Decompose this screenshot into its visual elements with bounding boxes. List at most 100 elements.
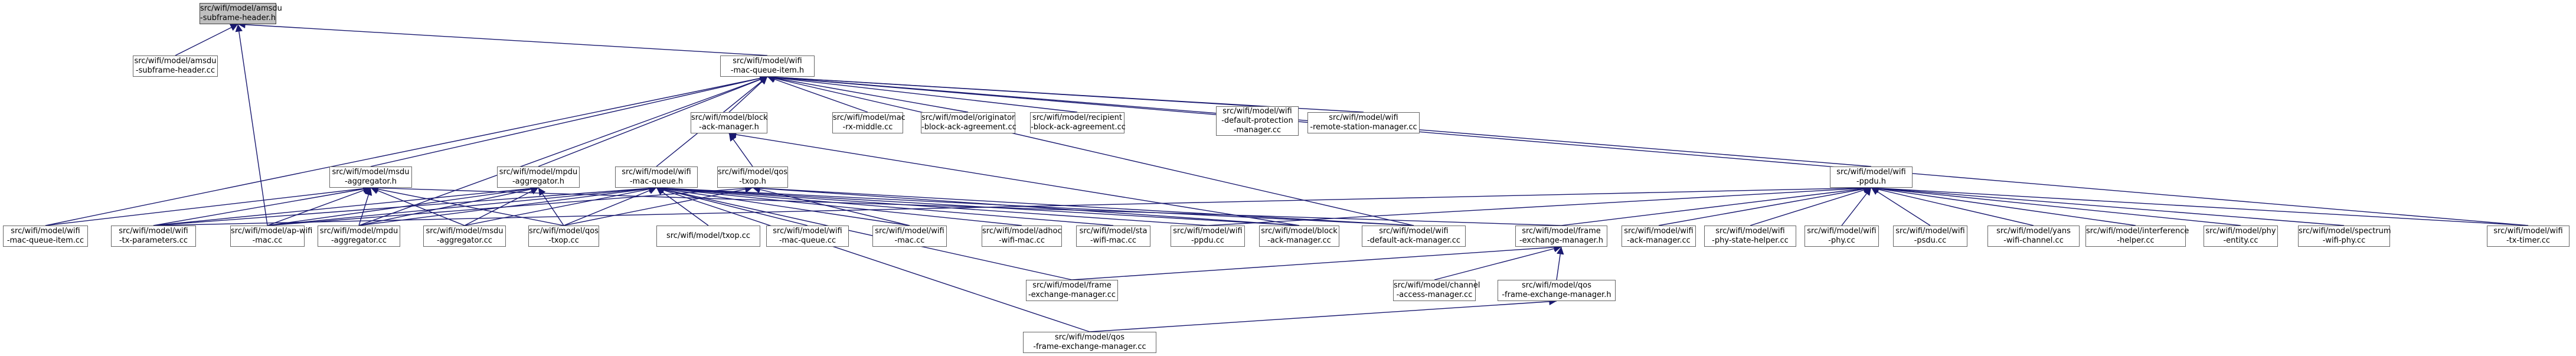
edge-n38-to-n11 [656,185,1073,280]
node-amsdu-subframe-header-cc[interactable]: src/wifi/model/amsdu-subframe-header.cc [133,55,218,77]
node-wifi-default-ack-manager-cc[interactable]: src/wifi/model/wifi-default-ack-manager.… [1362,226,1466,247]
edge-n38-to-n28 [1071,243,1562,280]
edge-n22-to-n11 [656,185,910,226]
node-frame-exchange-manager-h[interactable]: src/wifi/model/frame-exchange-manager.h [1515,226,1607,247]
node-adhoc-wifi-mac-cc[interactable]: src/wifi/model/adhoc-wifi-mac.cc [982,226,1062,247]
edge-n17-to-n9 [358,187,372,226]
edge-n27-to-n2 [767,74,1414,226]
node-wifi-mac-queue-item-h[interactable]: src/wifi/model/wifi-mac-queue-item.h [720,55,815,77]
edge-n41-to-n11 [656,186,1090,332]
edge-n14-to-n2 [45,74,768,226]
edge-n18-to-n10 [464,187,539,226]
node-wifi-mac-cc[interactable]: src/wifi/model/wifi-mac.cc [872,226,947,247]
node-wifi-ppdu-h[interactable]: src/wifi/model/wifi-ppdu.h [1830,166,1913,188]
edge-n34-to-n13 [1871,185,2136,226]
edge-n14-to-n9 [45,185,371,226]
edge-n9-to-n2 [370,74,768,167]
edge-n15-to-n13 [153,184,1872,226]
edge-n27-to-n12 [752,184,1414,226]
edge-n20-to-n11 [656,187,709,226]
node-wifi-mac-queue-cc[interactable]: src/wifi/model/wifi-mac-queue.cc [766,226,849,247]
edge-n6-to-n2 [767,74,1078,113]
edge-n15-to-n11 [153,184,657,226]
edge-n23-to-n11 [656,185,1022,226]
edge-n33-to-n13 [1871,185,2034,226]
edge-n2-to-n0 [237,21,768,56]
edge-n26-to-n3 [728,130,1300,226]
edge-n30-to-n13 [1750,186,1872,226]
edge-n17-to-n10 [358,185,539,226]
edge-n1-to-n0 [175,24,238,56]
edge-n12-to-n3 [728,133,753,167]
node-wifi-remote-station-manager-cc[interactable]: src/wifi/model/wifi-remote-station-manag… [1307,112,1420,133]
edge-n31-to-n13 [1841,187,1872,226]
node-wifi-phy-cc[interactable]: src/wifi/model/wifi-phy.cc [1804,226,1879,247]
edge-n16-to-n9 [267,187,371,226]
edge-n22-to-n12 [752,185,910,226]
edge-n39-to-n28 [1434,245,1562,280]
edge-n19-to-n10 [538,187,564,226]
node-frame-exchange-manager-cc[interactable]: src/wifi/model/frame-exchange-manager.cc [1026,280,1118,301]
node-wifi-mac-queue-h[interactable]: src/wifi/model/wifi-mac-queue.h [615,166,698,188]
node-ap-wifi-mac-cc[interactable]: src/wifi/model/ap-wifi-mac.cc [230,226,312,247]
edge-n4-to-n2 [767,76,868,113]
edge-n26-to-n11 [656,184,1300,226]
node-qos-txop-h[interactable]: src/wifi/model/qos-txop.h [717,166,788,188]
edge-n19-to-n11 [563,187,657,226]
edge-n3-to-n2 [728,76,768,113]
edge-n21-to-n11 [656,185,808,226]
node-mpdu-aggregator-h[interactable]: src/wifi/model/mpdu-aggregator.h [497,166,580,188]
edge-n15-to-n9 [153,185,371,226]
node-mac-rx-middle-cc[interactable]: src/wifi/model/mac-rx-middle.cc [832,112,905,133]
node-interference-helper-cc[interactable]: src/wifi/model/interference-helper.cc [2085,226,2189,247]
edge-n25-to-n13 [1207,184,1872,226]
node-phy-entity-cc[interactable]: src/wifi/model/phy-entity.cc [2204,226,2278,247]
node-qos-txop-cc[interactable]: src/wifi/model/qos-txop.cc [528,226,599,247]
edge-n16-to-n12 [267,184,753,226]
node-msdu-aggregator-cc[interactable]: src/wifi/model/msdu-aggregator.cc [423,226,506,247]
node-txop-cc[interactable]: src/wifi/model/txop.cc [656,226,760,247]
edge-n5-to-n2 [767,74,969,113]
node-wifi-ppdu-cc[interactable]: src/wifi/model/wifi-ppdu.cc [1171,226,1245,247]
edge-n35-to-n13 [1871,185,2241,226]
edge-n36-to-n13 [1871,184,2345,226]
node-wifi-psdu-cc[interactable]: src/wifi/model/wifi-psdu.cc [1893,226,1967,247]
node-wifi-ack-manager-cc[interactable]: src/wifi/model/wifi-ack-manager.cc [1622,226,1696,247]
edge-n37-to-n13 [1871,184,2529,226]
edge-n16-to-n11 [267,184,657,226]
edge-n25-to-n11 [656,184,1208,226]
edge-n10-to-n2 [538,76,768,167]
edge-n27-to-n11 [656,184,1414,226]
edge-n18-to-n11 [464,185,657,226]
edge-n19-to-n9 [370,185,564,226]
node-qos-frame-exchange-manager-cc[interactable]: src/wifi/model/qos-frame-exchange-manage… [1023,332,1156,353]
edge-n37-to-n2 [767,73,2529,226]
edge-n29-to-n13 [1658,185,1872,226]
node-wifi-mac-queue-item-cc[interactable]: src/wifi/model/wifi-mac-queue-item.cc [3,226,88,247]
edge-n32-to-n13 [1871,187,1931,226]
edge-n16-to-n0 [235,24,268,226]
node-mpdu-aggregator-cc[interactable]: src/wifi/model/mpdu-aggregator.cc [318,226,400,247]
node-spectrum-wifi-phy-cc[interactable]: src/wifi/model/spectrum-wifi-phy.cc [2298,226,2391,247]
node-yans-wifi-channel-cc[interactable]: src/wifi/model/yans-wifi-channel.cc [1987,226,2080,247]
node-amsdu-subframe-header-h: src/wifi/model/amsdu-subframe-header.h [200,3,282,24]
node-wifi-default-protection-manager-cc[interactable]: src/wifi/model/wifi-default-protection-m… [1216,106,1299,136]
node-sta-wifi-mac-cc[interactable]: src/wifi/model/sta-wifi-mac.cc [1076,226,1150,247]
node-originator-block-ack-agreement-cc[interactable]: src/wifi/model/originator-block-ack-agre… [921,112,1016,133]
edge-n41-to-n40 [1089,298,1557,332]
node-block-ack-manager-cc[interactable]: src/wifi/model/block-ack-manager.cc [1259,226,1339,247]
node-recipient-block-ack-agreement-cc[interactable]: src/wifi/model/recipient-block-ack-agree… [1030,112,1126,133]
edge-n40-to-n28 [1556,246,1564,280]
edge-n15-to-n10 [153,184,539,226]
node-qos-frame-exchange-manager-h[interactable]: src/wifi/model/qos-frame-exchange-manage… [1498,280,1616,301]
node-msdu-aggregator-h[interactable]: src/wifi/model/msdu-aggregator.h [329,166,412,188]
node-wifi-tx-parameters-cc[interactable]: src/wifi/model/wifi-tx-parameters.cc [111,226,196,247]
node-wifi-phy-state-helper-cc[interactable]: src/wifi/model/wifi-phy-state-helper.cc [1704,226,1796,247]
edge-n19-to-n12 [563,185,753,226]
node-block-ack-manager-h[interactable]: src/wifi/model/block-ack-manager.h [691,112,768,133]
edge-n24-to-n11 [656,184,1114,226]
edge-n17-to-n2 [358,76,768,226]
node-wifi-tx-timer-cc[interactable]: src/wifi/model/wifi-tx-timer.cc [2487,226,2570,247]
node-channel-access-manager-cc[interactable]: src/wifi/model/channel-access-manager.cc [1393,280,1480,301]
